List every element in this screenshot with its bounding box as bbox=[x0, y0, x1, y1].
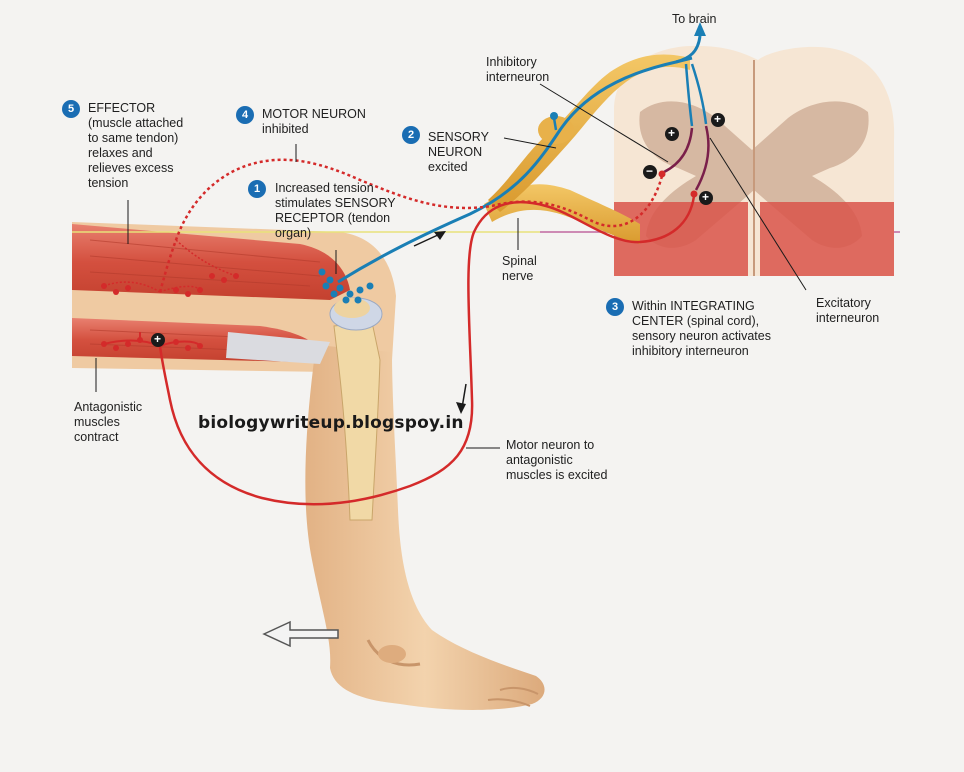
vertebra-right bbox=[760, 202, 894, 276]
excitatory-cell-body bbox=[690, 190, 698, 198]
leg-movement-arrow bbox=[262, 620, 339, 648]
ankle-bone bbox=[378, 645, 406, 663]
step-5-text: EFFECTOR (muscle attached to same tendon… bbox=[88, 101, 184, 190]
plus-symbol-excitatory: + bbox=[702, 190, 710, 204]
plus-symbol-sensory-2: + bbox=[714, 112, 722, 126]
knee-joint bbox=[334, 298, 370, 318]
synapse-symbols bbox=[151, 113, 725, 347]
step-3-text: Within INTEGRATING CENTER (spinal cord),… bbox=[632, 299, 771, 358]
excited-motor-neuron bbox=[158, 195, 696, 506]
inhibited-motor-endings bbox=[101, 273, 239, 297]
motor-neuron-antagonistic-label: Motor neuron to antagonistic muscles is … bbox=[506, 438, 608, 482]
step-2-text: SENSORY NEURON excited bbox=[428, 130, 489, 174]
muscle-fibers bbox=[89, 239, 321, 353]
inhibited-motor-neuron bbox=[158, 158, 664, 293]
step-1-text: Increased tension stimulates SENSORY REC… bbox=[275, 181, 396, 240]
step-2-badge: 2 bbox=[402, 126, 420, 144]
step-1-badge: 1 bbox=[248, 180, 266, 198]
excitatory-interneuron-label: Excitatory interneuron bbox=[816, 296, 880, 325]
plus-symbol-muscle: + bbox=[154, 332, 162, 346]
lower-leg bbox=[305, 345, 545, 710]
spinal-nerve-label: Spinal nerve bbox=[502, 254, 537, 283]
dorsal-root bbox=[488, 54, 690, 212]
inhibitory-interneuron bbox=[663, 127, 694, 174]
inhibited-motor-branches bbox=[103, 239, 237, 293]
antagonistic-muscles-label: Antagonistic muscles contract bbox=[74, 400, 143, 444]
plus-symbol-sensory: + bbox=[668, 126, 676, 140]
inhibitory-interneuron-label: Inhibitory interneuron bbox=[486, 55, 550, 84]
tibia-bone bbox=[333, 321, 381, 521]
quadriceps-muscle bbox=[72, 224, 350, 300]
excitatory-interneuron bbox=[694, 125, 710, 191]
step-4-text: MOTOR NEURON inhibited bbox=[262, 107, 366, 136]
minus-symbol-inhibitory: − bbox=[646, 164, 654, 178]
to-brain-arrowhead bbox=[694, 22, 706, 36]
sensory-branch-in bbox=[684, 63, 708, 127]
watermark: biologywriteup.blogspoy.in bbox=[198, 413, 464, 433]
spinal-nerve bbox=[484, 184, 640, 244]
step-4-badge: 4 bbox=[236, 106, 254, 124]
sensory-receptor bbox=[318, 268, 374, 304]
step-5-badge: 5 bbox=[62, 100, 80, 118]
signal-arrow-motor bbox=[456, 383, 467, 414]
signal-arrow-sensory bbox=[413, 231, 446, 247]
sensory-axon-drg bbox=[552, 117, 558, 131]
step-3-badge: 3 bbox=[606, 298, 624, 316]
leader-lines bbox=[95, 83, 807, 449]
sensory-neuron bbox=[337, 56, 693, 284]
sensory-cell-body bbox=[550, 112, 558, 120]
sensory-branch-up bbox=[675, 35, 702, 64]
toes bbox=[487, 686, 539, 707]
to-brain-label: To brain bbox=[672, 12, 717, 26]
inhibitory-cell-body bbox=[658, 170, 666, 178]
tendon bbox=[226, 332, 330, 364]
